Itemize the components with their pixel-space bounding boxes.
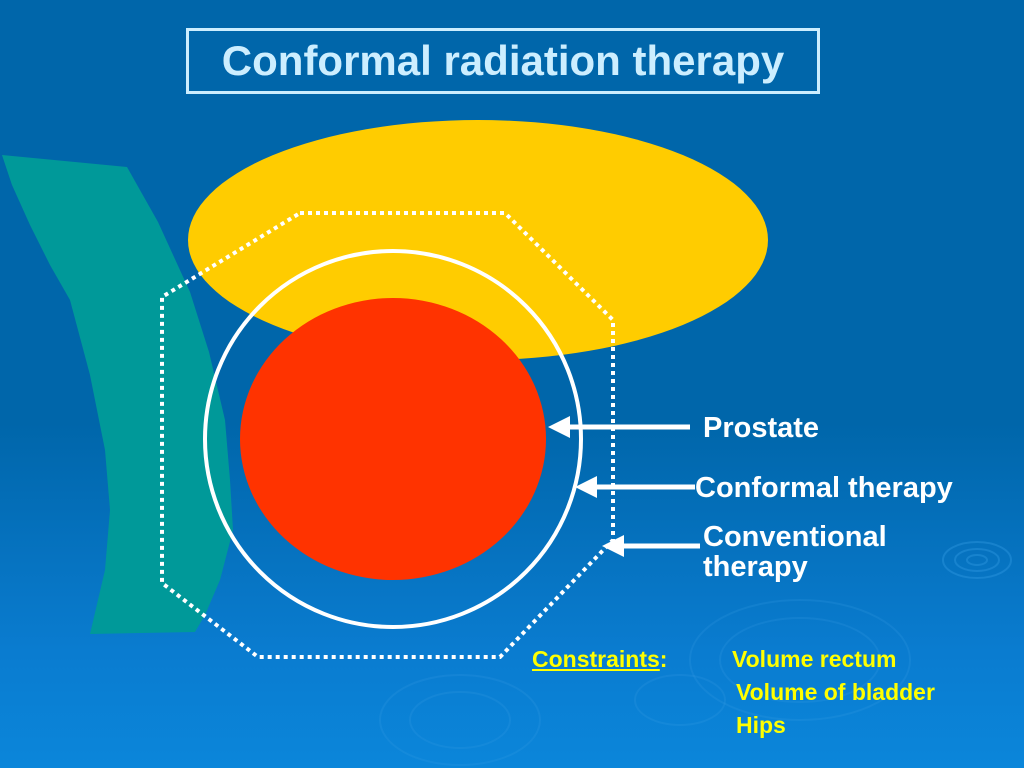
ripple-decoration-icon	[379, 541, 1012, 766]
label-conventional-line2: therapy	[703, 551, 808, 583]
constraint-item: Volume rectum	[732, 646, 897, 672]
constraint-item: Hips	[736, 712, 786, 738]
prostate-circle	[240, 298, 546, 580]
arrow-conventional-icon	[602, 535, 700, 557]
constraints-heading: Constraints:	[532, 643, 667, 676]
slide-title: Conformal radiation therapy	[221, 37, 785, 84]
rectum-band	[2, 155, 233, 634]
label-conventional-therapy: Conventional therapy	[703, 522, 887, 582]
constraint-item: Volume of bladder	[736, 679, 935, 705]
conformal-therapy-ring	[203, 249, 583, 629]
label-conformal-therapy: Conformal therapy	[695, 472, 953, 504]
arrow-conformal-icon	[575, 476, 695, 498]
constraints-colon: :	[659, 646, 668, 672]
constraints-heading-text: Constraints	[532, 646, 660, 672]
constraints-list: Volume rectum Volume of bladder Hips	[732, 643, 935, 742]
label-prostate: Prostate	[703, 412, 820, 444]
conventional-therapy-octagon	[160, 211, 615, 659]
arrow-prostate-icon	[548, 416, 690, 438]
bladder-ellipse	[188, 120, 768, 360]
label-conventional-line1: Conventional	[703, 521, 887, 553]
title-box: Conformal radiation therapy	[186, 28, 820, 94]
